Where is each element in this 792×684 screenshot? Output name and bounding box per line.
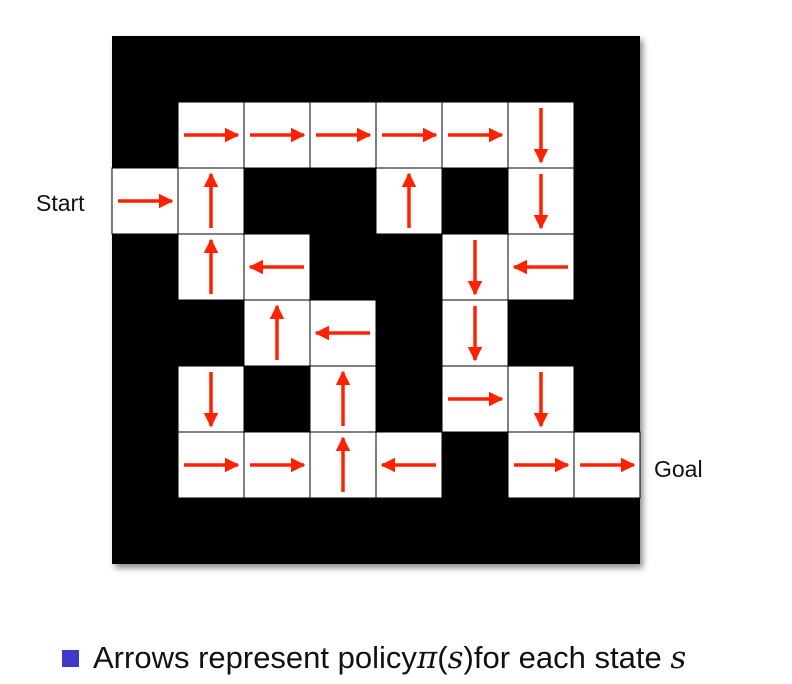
caption-paren-close: ) (463, 640, 474, 675)
caption-s2: s (670, 640, 687, 676)
goal-label: Goal (654, 456, 703, 482)
bullet-square-icon (62, 649, 79, 667)
caption-text-after: for each state (473, 640, 662, 675)
caption-paren-open: ( (437, 640, 448, 675)
caption: Arrows represent policy π(s) for each st… (62, 640, 686, 676)
caption-text-before: Arrows represent policy (93, 640, 417, 675)
caption-s1: s (447, 640, 464, 676)
caption-pi: π (416, 640, 438, 676)
start-label: Start (36, 190, 85, 216)
